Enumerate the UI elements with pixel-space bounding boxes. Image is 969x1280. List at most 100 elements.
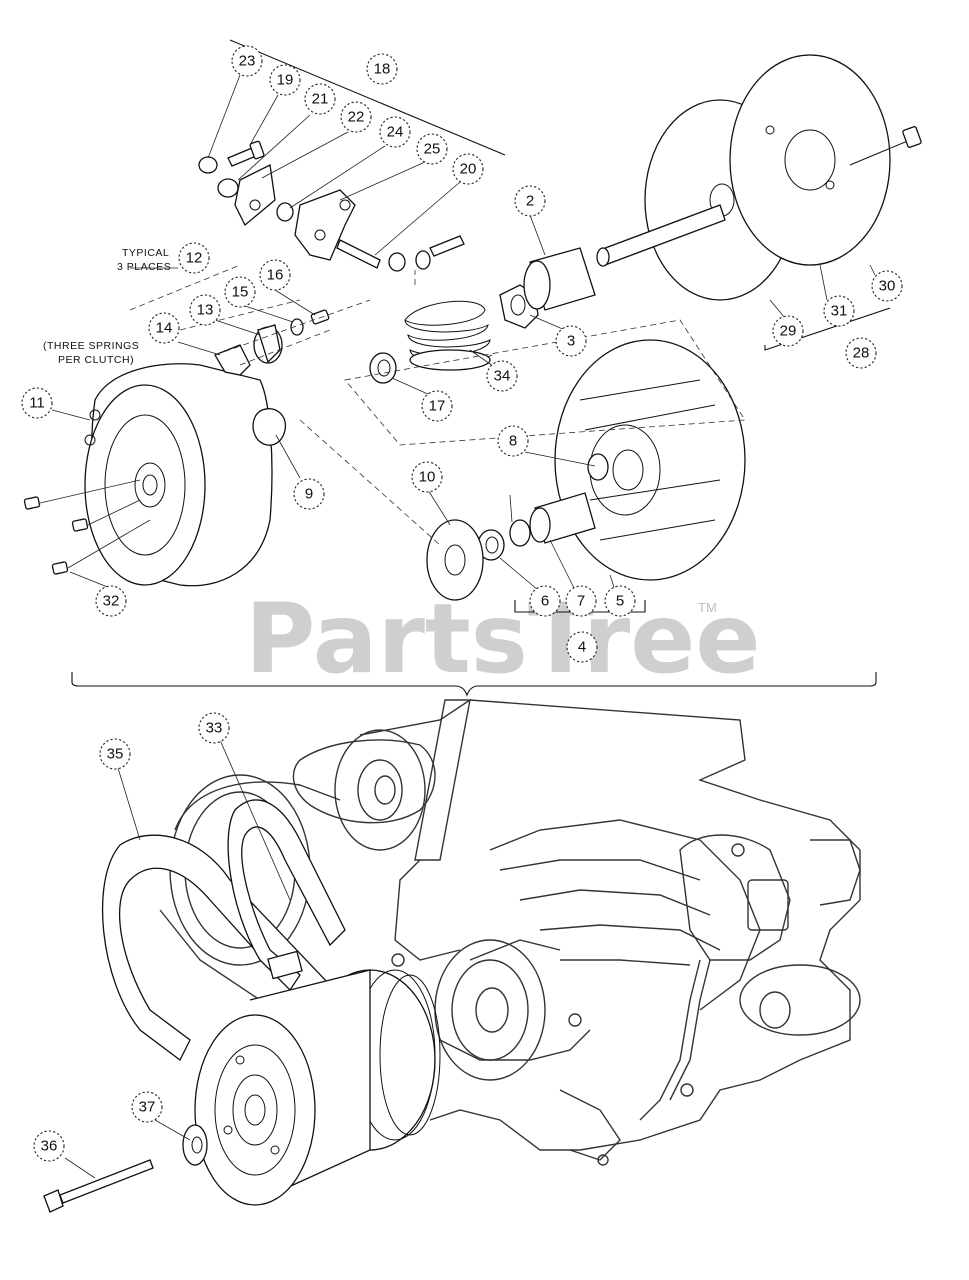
watermark-text: PartsTree — [245, 583, 760, 695]
bolt-19 — [227, 140, 265, 167]
callout-17: 17 — [421, 390, 453, 422]
pin-20 — [336, 235, 465, 272]
svg-text:5: 5 — [616, 593, 624, 610]
belt-33 — [227, 799, 346, 992]
svg-text:17: 17 — [429, 398, 446, 415]
callout-21: 21 — [304, 83, 336, 115]
callout-36: 36 — [33, 1130, 65, 1162]
installed-clutch — [194, 969, 441, 1206]
callout-9: 9 — [293, 478, 325, 510]
svg-text:4: 4 — [578, 639, 586, 656]
svg-text:15: 15 — [232, 284, 249, 301]
callout-12: 12 — [178, 242, 210, 274]
watermark-trademark: TM — [698, 600, 717, 615]
engine-assembly — [159, 699, 861, 1166]
svg-text:11: 11 — [29, 395, 45, 412]
clutch-alignment-lines — [129, 264, 371, 366]
washer-10 — [426, 519, 484, 601]
svg-text:22: 22 — [348, 109, 365, 126]
washer-15 — [290, 318, 304, 336]
leader-lines — [51, 74, 876, 1179]
svg-text:29: 29 — [780, 323, 797, 340]
callout-34: 34 — [486, 360, 518, 392]
roller-13 — [253, 324, 283, 364]
svg-text:2: 2 — [526, 193, 534, 210]
callout-33: 33 — [198, 712, 230, 744]
washer-23 — [198, 156, 218, 174]
belt-35 — [101, 834, 332, 1061]
washer-21 — [217, 178, 239, 198]
callout-5: 5 — [604, 585, 636, 617]
svg-text:14: 14 — [156, 320, 173, 337]
callout-25: 25 — [416, 133, 448, 165]
callout-30: 30 — [871, 270, 903, 302]
bolt-30 — [849, 126, 922, 166]
callout-15: 15 — [224, 276, 256, 308]
arm-25 — [294, 189, 356, 261]
svg-text:34: 34 — [494, 368, 511, 385]
callout-22: 22 — [340, 101, 372, 133]
assembly-axis-line — [299, 419, 441, 546]
screw-16 — [310, 309, 330, 325]
svg-text:25: 25 — [424, 141, 441, 158]
note-springs-line1: (THREE SPRINGS — [43, 340, 139, 352]
callout-37: 37 — [131, 1091, 163, 1123]
svg-text:19: 19 — [277, 72, 294, 89]
callout-29: 29 — [772, 315, 804, 347]
svg-text:23: 23 — [239, 53, 256, 70]
screws-32 — [23, 479, 151, 575]
clutch-housing-11 — [84, 363, 273, 587]
spring-group-outline — [344, 319, 746, 446]
callout-20: 20 — [452, 153, 484, 185]
callout-35: 35 — [99, 738, 131, 770]
callout-14: 14 — [148, 312, 180, 344]
washer-37 — [182, 1124, 208, 1166]
arm-22 — [234, 164, 276, 227]
svg-text:16: 16 — [267, 267, 284, 284]
callout-8: 8 — [497, 425, 529, 457]
bolt-36 — [43, 1159, 154, 1213]
svg-text:10: 10 — [419, 469, 436, 486]
pulley-sheave-31 — [729, 54, 891, 266]
clutch-housing-5 — [554, 339, 746, 581]
callout-23: 23 — [231, 45, 263, 77]
svg-text:28: 28 — [853, 345, 870, 362]
svg-text:9: 9 — [305, 486, 313, 503]
svg-text:32: 32 — [103, 593, 120, 610]
svg-text:21: 21 — [312, 91, 329, 108]
svg-text:33: 33 — [206, 720, 223, 737]
svg-text:24: 24 — [387, 124, 404, 141]
svg-text:18: 18 — [374, 61, 391, 78]
washer-24 — [276, 202, 294, 222]
callout-32: 32 — [95, 585, 127, 617]
note-typical-line2: 3 PLACES — [117, 261, 171, 273]
svg-text:8: 8 — [509, 433, 517, 450]
callout-19: 19 — [269, 64, 301, 96]
callout-24: 24 — [379, 116, 411, 148]
svg-text:36: 36 — [41, 1138, 58, 1155]
callout-6: 6 — [529, 585, 561, 617]
shaft-28 — [596, 204, 726, 267]
spring-34 — [404, 300, 493, 371]
svg-text:12: 12 — [186, 250, 203, 267]
assembly-brace — [71, 672, 877, 697]
note-springs-line2: PER CLUTCH) — [58, 354, 134, 366]
svg-text:37: 37 — [139, 1099, 156, 1116]
callout-2: 2 — [514, 185, 546, 217]
svg-text:35: 35 — [107, 746, 124, 763]
callout-4: 4 — [566, 631, 598, 663]
svg-text:7: 7 — [577, 593, 585, 610]
callout-3: 3 — [555, 325, 587, 357]
ring-9 — [252, 408, 287, 446]
spacer-7 — [529, 492, 596, 544]
svg-text:3: 3 — [567, 333, 575, 350]
svg-text:31: 31 — [831, 303, 848, 320]
callout-7: 7 — [565, 585, 597, 617]
note-typical-line1: TYPICAL — [122, 247, 169, 259]
sleeve-2 — [523, 247, 596, 311]
arm-group-line — [229, 39, 506, 156]
callout-28: 28 — [845, 337, 877, 369]
callout-16: 16 — [259, 259, 291, 291]
ring-8 — [509, 453, 609, 547]
